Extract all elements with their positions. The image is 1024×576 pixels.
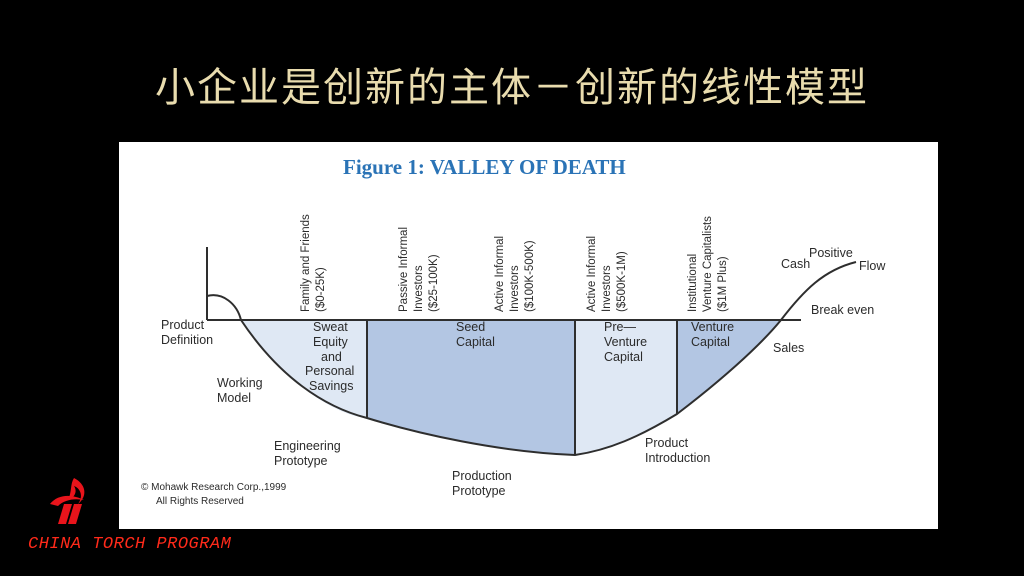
milestone-line: Product	[161, 318, 205, 332]
funding-stage-passive: Passive Informal Investors ($25-100K)	[398, 227, 440, 312]
region-venture-capital-fill	[677, 320, 781, 414]
milestone-line: Product	[645, 436, 689, 450]
region-pre-venture-fill	[575, 320, 677, 455]
figure-title: Figure 1: VALLEY OF DEATH	[343, 155, 626, 179]
label-product-definition: Product Definition	[161, 318, 213, 347]
slide-title: 小企业是创新的主体－创新的线性模型	[155, 65, 869, 111]
region-label-line: Pre—	[604, 320, 636, 334]
funding-stage-line: Investors	[509, 265, 521, 312]
region-label-line: and	[321, 350, 342, 364]
region-label-line: Capital	[604, 350, 643, 364]
milestone-line: Working	[217, 376, 263, 390]
milestone-line: Prototype	[452, 484, 506, 498]
funding-stage-line: ($500K-1M)	[616, 251, 628, 312]
milestone-line: Production	[452, 469, 512, 483]
funding-stage-line: Investors	[601, 265, 613, 312]
milestone-line: Engineering	[274, 439, 341, 453]
funding-stage-institutional: Institutional Venture Capitalists ($1M P…	[687, 216, 729, 312]
region-label-pre-venture: Pre— Venture Capital	[604, 320, 647, 364]
valley-curve	[240, 261, 857, 457]
funding-stage-line: Active Informal	[586, 236, 598, 312]
region-sweat-equity-fill	[241, 320, 367, 418]
label-working-model: Working Model	[217, 376, 263, 405]
funding-stage-line: Venture Capitalists	[702, 216, 714, 312]
torch-flame-icon	[50, 478, 85, 524]
funding-stage-line: Passive Informal	[398, 227, 410, 312]
copyright-line: © Mohawk Research Corp.,1999	[141, 482, 287, 493]
milestone-line: Definition	[161, 333, 213, 347]
valley-of-death-figure: Figure 1: VALLEY OF DEATH Family and Fri…	[119, 142, 938, 529]
label-cash: Cash	[781, 257, 810, 271]
funding-stage-line: ($100K-500K)	[524, 240, 536, 312]
valley-diagram: Figure 1: VALLEY OF DEATH Family and Fri…	[141, 155, 886, 507]
funding-stage-line: ($0-25K)	[315, 267, 327, 312]
label-positive: Positive	[809, 246, 853, 260]
label-product-introduction: Product Introduction	[645, 436, 710, 465]
region-label-venture-capital: Venture Capital	[691, 320, 734, 349]
region-label-line: Sweat	[313, 320, 348, 334]
label-flow: Flow	[859, 259, 886, 273]
funding-stage-active-1: Active Informal Investors ($100K-500K)	[494, 236, 536, 312]
label-engineering-prototype: Engineering Prototype	[274, 439, 341, 468]
funding-stage-line: Institutional	[687, 254, 699, 312]
label-production-prototype: Production Prototype	[452, 469, 512, 498]
region-seed-capital-fill	[367, 320, 575, 455]
region-label-line: Capital	[691, 335, 730, 349]
region-label-line: Capital	[456, 335, 495, 349]
region-label-seed-capital: Seed Capital	[456, 320, 495, 349]
region-label-line: Personal	[305, 364, 354, 378]
funding-stage-line: ($25-100K)	[428, 254, 440, 312]
label-break-even: Break even	[811, 303, 874, 317]
region-label-sweat-equity: Sweat Equity and Personal Savings	[305, 320, 354, 393]
funding-stage-family: Family and Friends ($0-25K)	[300, 214, 327, 312]
region-label-line: Venture	[604, 335, 647, 349]
region-label-line: Venture	[691, 320, 734, 334]
funding-stage-line: Active Informal	[494, 236, 506, 312]
region-label-line: Seed	[456, 320, 485, 334]
milestone-line: Prototype	[274, 454, 328, 468]
brand-name: CHINA TORCH PROGRAM	[28, 535, 232, 554]
funding-stage-line: Investors	[413, 265, 425, 312]
label-sales: Sales	[773, 341, 804, 355]
region-label-line: Equity	[313, 335, 348, 349]
funding-stage-line: ($1M Plus)	[717, 256, 729, 312]
milestone-line: Model	[217, 391, 251, 405]
funding-stage-line: Family and Friends	[300, 214, 312, 312]
initial-hump-curve	[206, 294, 242, 321]
funding-stage-active-2: Active Informal Investors ($500K-1M)	[586, 236, 628, 312]
copyright-line: All Rights Reserved	[156, 496, 244, 507]
milestone-line: Introduction	[645, 451, 710, 465]
region-label-line: Savings	[309, 379, 353, 393]
